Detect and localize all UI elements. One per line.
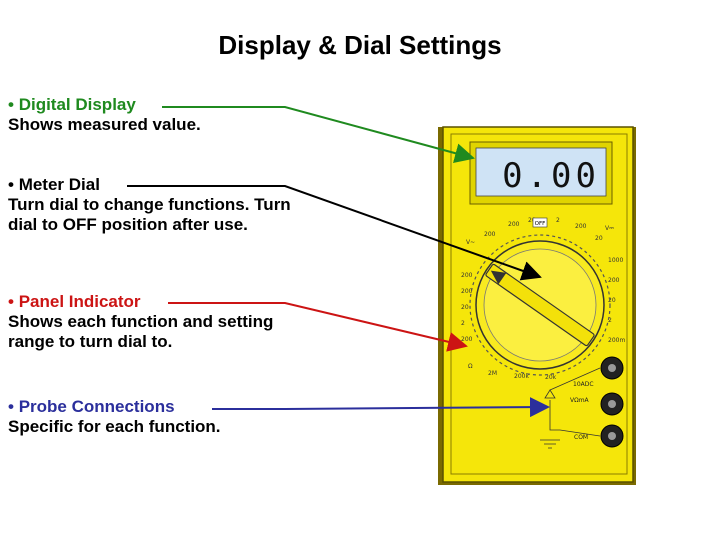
port-label-com: COM: [574, 434, 588, 441]
probe-connections-desc: Specific for each function.: [8, 417, 221, 436]
probe-connections-callout: • Probe Connections Specific for each fu…: [8, 397, 308, 437]
svg-text:V~: V~: [466, 239, 475, 246]
panel-indicator-pointer: [168, 302, 468, 352]
svg-text:200: 200: [461, 272, 473, 279]
svg-text:20: 20: [528, 217, 536, 224]
svg-text:20: 20: [608, 297, 616, 304]
display-readout: 0.00: [502, 156, 600, 196]
svg-text:200: 200: [575, 223, 587, 230]
svg-text:20: 20: [461, 304, 469, 311]
meter-inner-bezel: [450, 133, 628, 475]
digital-display-pointer: [162, 106, 475, 163]
bullet: •: [8, 292, 14, 311]
port-label-10adc: 10ADC: [573, 381, 594, 388]
svg-text:2: 2: [556, 217, 560, 224]
meter-dial-desc: Turn dial to change functions. Turn dial…: [8, 195, 291, 234]
meter-dial-pointer: [127, 185, 542, 281]
socket-circuit-lines: [540, 367, 601, 449]
meter-dial-label: Meter Dial: [18, 175, 100, 194]
digital-display-desc: Shows measured value.: [8, 115, 201, 134]
digital-display-callout: • Digital Display Shows measured value.: [8, 95, 308, 135]
svg-text:V⎓: V⎓: [605, 225, 614, 232]
digital-display-label: Digital Display: [18, 95, 136, 114]
dial-pointer: [485, 263, 595, 347]
svg-text:20: 20: [595, 235, 603, 242]
page-title: Display & Dial Settings: [218, 30, 502, 60]
port-labels: 10ADC VΩmA COM: [570, 381, 594, 441]
off-marker: [532, 217, 548, 228]
svg-text:20k: 20k: [545, 374, 557, 381]
svg-text:200k: 200k: [514, 373, 529, 380]
callout-lines: [127, 106, 550, 418]
digital-display-screen: [475, 147, 607, 197]
svg-text:2: 2: [461, 320, 465, 327]
meter-dial-callout: • Meter Dial Turn dial to change functio…: [8, 175, 308, 235]
svg-text:2M: 2M: [488, 370, 497, 377]
bullet: •: [8, 95, 14, 114]
svg-text:200: 200: [484, 231, 496, 238]
svg-text:1000: 1000: [608, 257, 623, 264]
bullet: •: [8, 175, 14, 194]
probe-connections-label: Probe Connections: [18, 397, 175, 416]
panel-indicator-label: Panel Indicator: [18, 292, 141, 311]
svg-text:200m: 200m: [608, 337, 625, 344]
svg-text:200: 200: [608, 277, 620, 284]
svg-text:200: 200: [461, 336, 473, 343]
off-label: OFF: [535, 221, 546, 227]
panel-indicator-desc: Shows each function and setting range to…: [8, 312, 274, 351]
svg-text:200: 200: [508, 221, 520, 228]
svg-text:2: 2: [608, 317, 612, 324]
bullet: •: [8, 397, 14, 416]
svg-text:200: 200: [461, 288, 473, 295]
dial-tick-ring: [469, 234, 611, 376]
panel-indicator-callout: • Panel Indicator Shows each function an…: [8, 292, 293, 352]
probe-connections-pointer: [212, 397, 550, 418]
probe-sockets: [600, 356, 624, 448]
port-label-vohm: VΩmA: [570, 397, 590, 404]
svg-text:Ω: Ω: [468, 363, 473, 370]
